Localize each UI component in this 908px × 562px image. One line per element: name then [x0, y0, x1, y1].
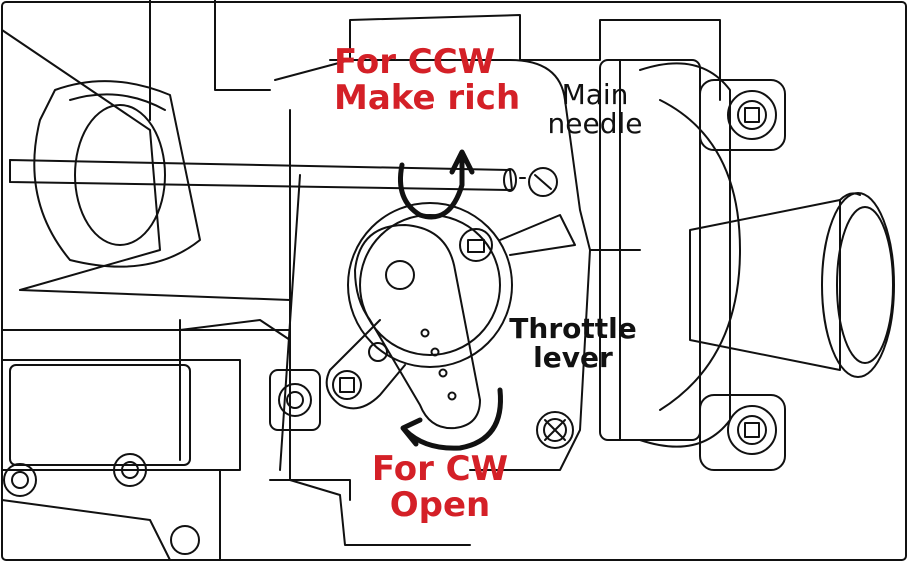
mounting-bolts — [699, 79, 786, 471]
ccw-line2: Make rich — [334, 77, 521, 118]
ccw-instruction: For CCW Make rich — [334, 42, 521, 118]
cw-line2: Open — [389, 484, 491, 525]
throttle-line1: Throttle — [509, 312, 637, 345]
engine-body — [1, 0, 351, 561]
throttle-lever-label: Throttle lever — [498, 314, 648, 373]
needle-line1: Main — [561, 78, 629, 111]
idle-screw — [536, 411, 574, 449]
cw-instruction: For CW Open — [360, 449, 520, 525]
main-needle — [9, 159, 558, 197]
cw-line1: For CW — [371, 449, 509, 489]
ccw-line1: For CCW — [334, 42, 496, 82]
air-intake — [689, 192, 895, 378]
throttle-lever — [325, 224, 481, 430]
counter-clockwise-arrow-icon — [398, 149, 475, 220]
throttle-line2: lever — [533, 341, 613, 375]
clockwise-arrow-icon — [400, 387, 503, 451]
carburetor-body — [274, 14, 741, 546]
needle-line2: needle — [547, 107, 643, 141]
main-needle-label: Main needle — [535, 80, 655, 139]
